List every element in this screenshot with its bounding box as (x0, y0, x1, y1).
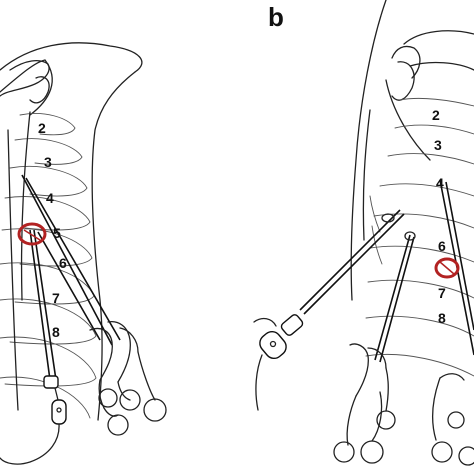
rib-number-b-8: 8 (438, 310, 446, 326)
rib-number-a-3: 3 (44, 154, 52, 170)
grasper-handles-b (333, 343, 474, 466)
rib-number-b-2: 2 (432, 107, 440, 123)
panel-label-b: b (268, 2, 284, 32)
instruments-b (253, 179, 474, 466)
rib-number-a-6: 6 (59, 255, 67, 271)
rib-number-a-4: 4 (46, 190, 54, 206)
instruments-a (0, 174, 167, 465)
rib-number-b-6: 6 (438, 238, 446, 254)
panel-a: 2 3 4 5 6 7 8 (0, 42, 167, 465)
rib-number-a-5: 5 (53, 225, 61, 241)
grasper-handles-a (89, 320, 167, 436)
port-marker-a (17, 222, 47, 246)
rib-number-b-4: 4 (436, 175, 444, 191)
rib-number-b-3: 3 (434, 137, 442, 153)
rib-number-b-7: 7 (438, 285, 446, 301)
rib-number-a-7: 7 (52, 290, 60, 306)
rib-number-a-8: 8 (52, 324, 60, 340)
rib-number-a-2: 2 (38, 120, 46, 136)
panel-b: b (253, 0, 474, 466)
port-marker-b (434, 257, 460, 279)
